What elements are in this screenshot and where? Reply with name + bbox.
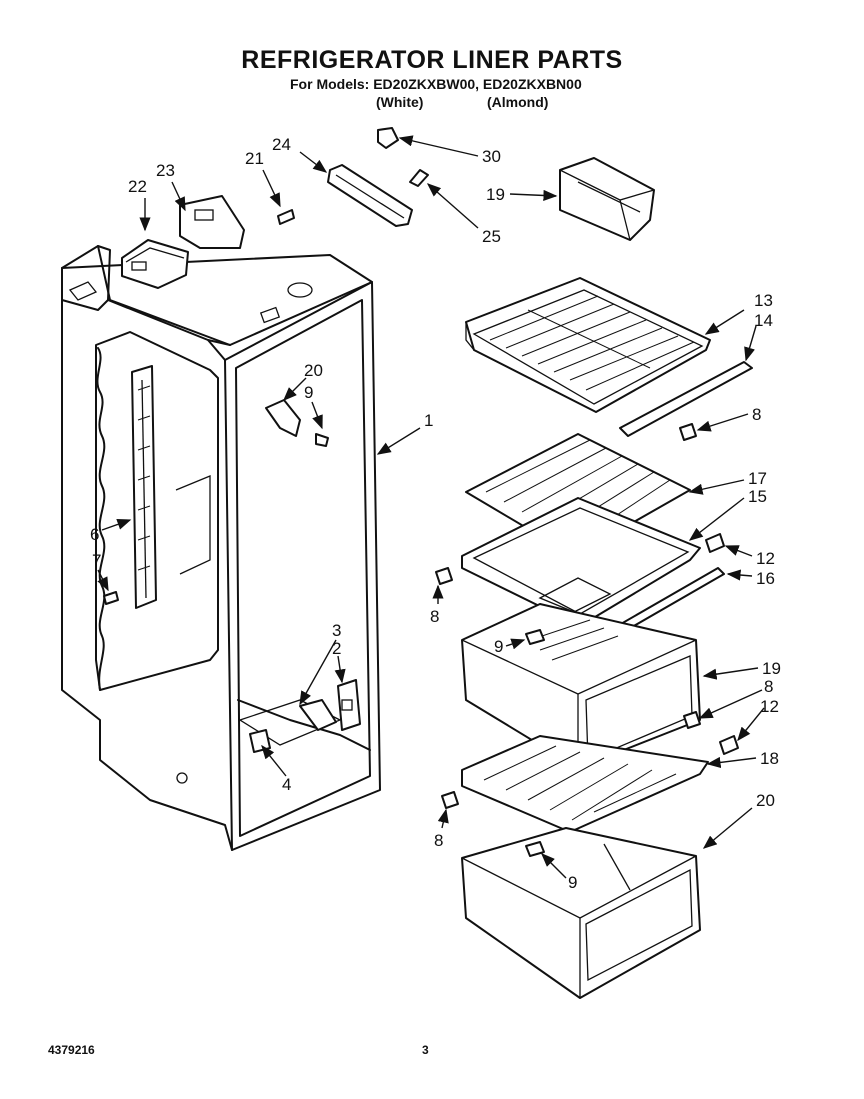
part-2 (337, 679, 361, 731)
screw-7 (103, 591, 119, 605)
callout-26: 24 (272, 135, 291, 154)
callout-4: 4 (282, 775, 291, 794)
callout-19: 19 (762, 659, 781, 678)
trim-14 (619, 361, 753, 437)
leader-lines (97, 135, 765, 879)
door-bin-21 (559, 157, 655, 241)
control-housing (121, 195, 245, 289)
callout-9b: 9 (568, 873, 577, 892)
callout-9a: 9 (494, 637, 503, 656)
rail-26 (327, 164, 413, 227)
callout-21: 19 (486, 185, 505, 204)
screw-27 (409, 169, 429, 187)
models-line: For Models: ED20ZKXBW00, ED20ZKXBN00 (290, 76, 582, 92)
shelf-13 (465, 277, 711, 413)
callout-11: 9 (304, 383, 313, 402)
crisper-cover-18 (461, 735, 709, 833)
page-title: REFRIGERATOR LINER PARTS (241, 46, 623, 74)
callout-22: 20 (304, 361, 323, 380)
callout-2: 2 (332, 639, 341, 658)
liner-cabinet (61, 245, 381, 851)
part-3 (299, 699, 337, 731)
callout-12b: 12 (760, 697, 779, 716)
callout-20: 20 (756, 791, 775, 810)
page-number: 3 (422, 1043, 429, 1057)
crisper-cover-frame-15 (461, 497, 701, 627)
color-almond-label: (Almond) (487, 94, 549, 110)
screw-23 (277, 209, 295, 225)
document-number: 4379216 (48, 1043, 95, 1057)
bracket-22 (265, 399, 301, 437)
part-4 (249, 729, 271, 753)
callout-17: 17 (748, 469, 767, 488)
callout-16: 16 (756, 569, 775, 588)
callout-12a: 12 (756, 549, 775, 568)
clip-30 (377, 127, 399, 149)
callout-24: 22 (128, 177, 147, 196)
callout-8a: 8 (752, 405, 761, 424)
callout-8d: 8 (434, 831, 443, 850)
callout-8b: 8 (430, 607, 439, 626)
fasteners (435, 423, 739, 857)
callout-18: 18 (760, 749, 779, 768)
callout-23: 21 (245, 149, 264, 168)
crisper-pan-20 (461, 827, 701, 999)
color-white-label: (White) (376, 94, 424, 110)
callout-13: 13 (754, 291, 773, 310)
callout-3: 3 (332, 621, 341, 640)
callout-labels: 22 23 21 24 30 25 19 20 9 1 6 7 3 2 4 13… (90, 135, 781, 892)
callout-27: 25 (482, 227, 501, 246)
callout-6: 6 (90, 525, 99, 544)
callout-1: 1 (424, 411, 433, 430)
callout-7: 7 (92, 551, 101, 570)
callout-8c: 8 (764, 677, 773, 696)
callout-25: 23 (156, 161, 175, 180)
callout-30: 30 (482, 147, 501, 166)
screw-11 (315, 433, 329, 447)
callout-15: 15 (748, 487, 767, 506)
callout-14: 14 (754, 311, 773, 330)
